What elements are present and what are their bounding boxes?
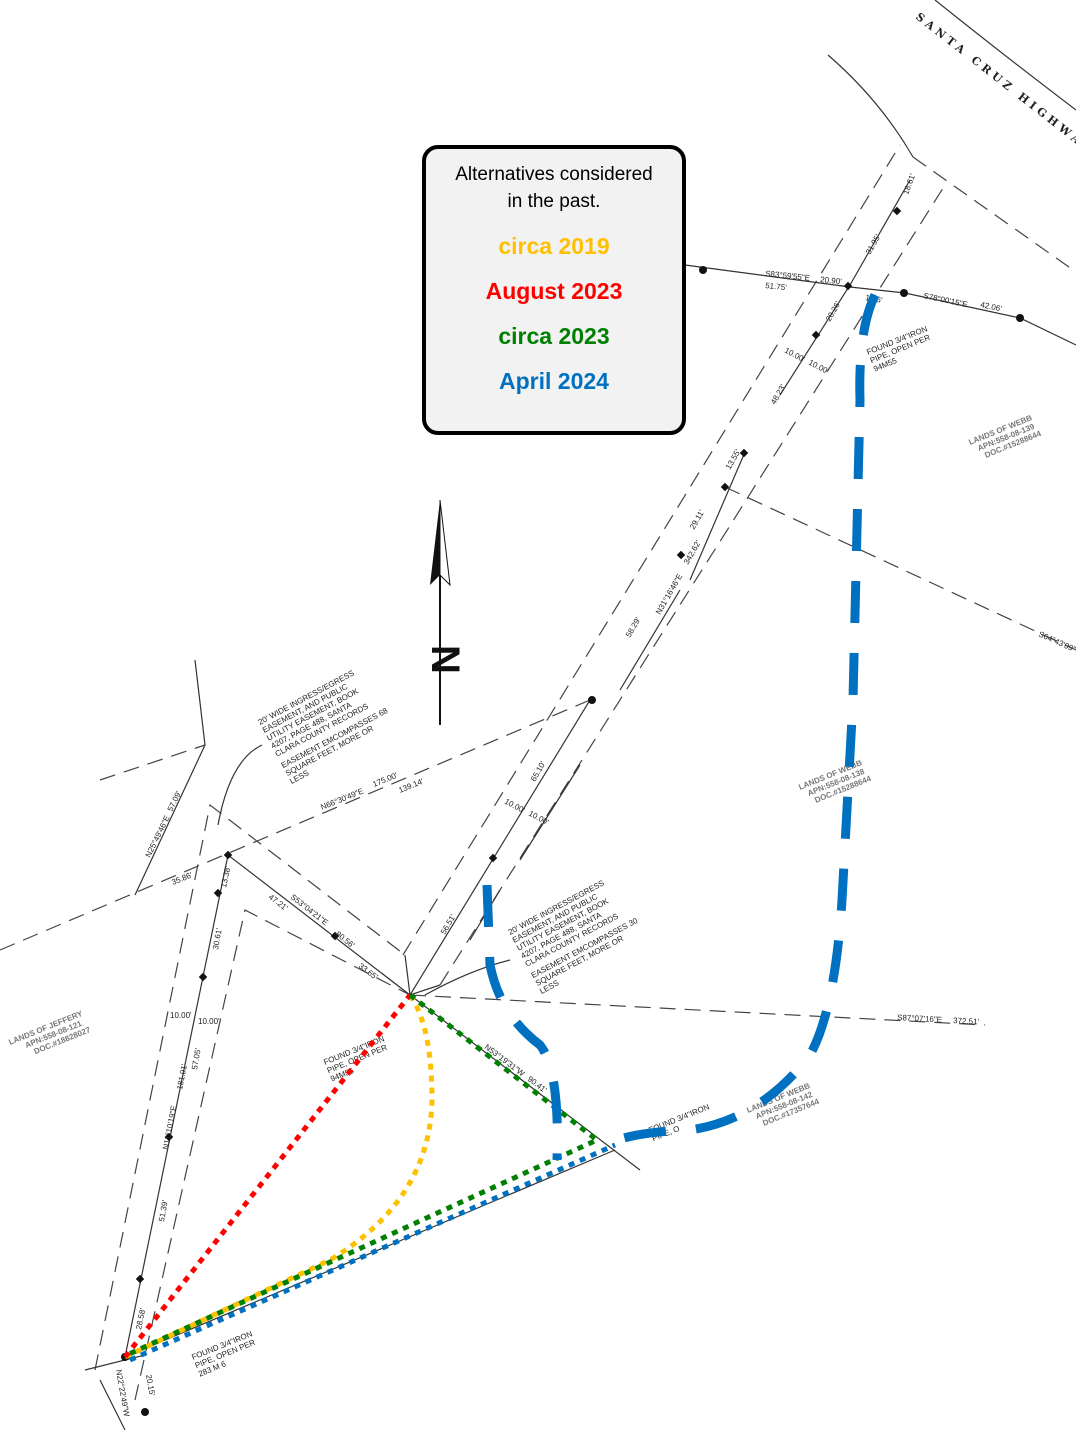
legend-item-circa-2023: circa 2023 <box>498 323 610 349</box>
map-label: N25°49'46"E <box>144 814 172 859</box>
found-pipe-note-east: FOUND 3/4"IRONPIPE, O <box>647 1102 714 1143</box>
route-april-2024-west <box>482 884 562 1161</box>
map-label: 58.29' <box>624 615 643 639</box>
map-label: N11°10'19"E <box>161 1105 178 1151</box>
legend-box: Alternatives considered in the past. cir… <box>422 145 686 435</box>
map-label: 20.15' <box>144 1374 157 1397</box>
map-label: N66°30'49"E <box>319 787 364 812</box>
map-label: 10.00' <box>503 797 527 815</box>
map-label: 30.61' <box>211 927 224 950</box>
map-label: 181.01' <box>175 1063 189 1091</box>
map-label: 33.65' <box>357 961 380 981</box>
map-label: LANDS OF WEBBAPN:558-08-139DOC.#15288644 <box>967 412 1043 463</box>
parcel-labels: LANDS OF WEBBAPN:558-08-139DOC.#15288644… <box>7 412 1043 1128</box>
map-label: 51.75' <box>765 281 788 292</box>
map-label: N31°16'46"E <box>654 572 684 616</box>
easement-note-1: 20' WIDE INGRESS/EGRESSEASEMENT, AND PUB… <box>257 663 398 786</box>
legend-item-april-2024: April 2024 <box>499 368 609 394</box>
map-label: S78°00'15"E <box>923 291 969 309</box>
map-label: LANDS OF JEFFERYAPN:558-08-121DOC.#18828… <box>7 1008 92 1063</box>
map-label: S83°59'55"E <box>765 269 811 283</box>
found-pipe-note-sw: FOUND 3/4"IRONPIPE, OPEN PER283 M 6 <box>190 1329 260 1378</box>
found-pipe-note-center: FOUND 3/4"IRONPIPE, OPEN PER94M55 <box>322 1034 392 1083</box>
map-label: 372.51' <box>953 1016 980 1026</box>
map-label: N22°22'49"W <box>114 1369 131 1418</box>
map-label: 13.38' <box>219 865 232 888</box>
alternative-routes <box>123 293 880 1363</box>
legend-item-august-2023: August 2023 <box>485 278 623 304</box>
map-label: LANDS OF WEBBAPN:558-08-138DOC.#15288644 <box>797 757 873 808</box>
map-label: 13.55' <box>724 447 743 471</box>
route-august-2023 <box>123 993 412 1359</box>
map-label: 10.00' <box>527 809 551 827</box>
map-label: 10.00' <box>807 358 831 376</box>
north-arrow-icon: N <box>423 499 467 725</box>
map-label: 175.00' <box>371 771 399 789</box>
route-circa-2023 <box>125 993 602 1358</box>
map-label: 57.05' <box>190 1047 203 1070</box>
survey-notes: FOUND 3/4"IRONPIPE, OPEN PER94M55 FOUND … <box>190 324 935 1378</box>
map-label: 31.95' <box>864 232 883 256</box>
map-label: 20.26' <box>824 299 843 323</box>
bearing-labels: S83°59'55"E 51.75' 20.90' S78°00'15"E 42… <box>114 269 1076 1418</box>
map-label: 48.23' <box>769 382 788 406</box>
legend-title: Alternatives considered in the past. <box>455 164 653 212</box>
map-label: 42.06' <box>980 300 1003 313</box>
map-label: 51.39' <box>157 1199 170 1222</box>
map-label: 80.56' <box>334 929 357 950</box>
legend-item-circa-2019: circa 2019 <box>498 233 610 259</box>
map-label: 65.10' <box>529 759 548 783</box>
map-label: 29.11' <box>688 508 707 531</box>
map-label: 20.90' <box>820 275 843 286</box>
map-label: 342.62' <box>682 539 703 566</box>
route-april-2024-east <box>602 293 880 1150</box>
santa-cruz-highway: SANTA CRUZ HIGHWAY <box>827 0 1076 273</box>
map-label: 35.86' <box>170 870 194 887</box>
map-label: 18.61' <box>901 172 917 196</box>
north-label: N <box>423 645 467 674</box>
map-label: S87°07'16"E <box>897 1013 942 1024</box>
found-pipe-note-ne: FOUND 3/4"IRONPIPE, OPEN PER94M55 <box>865 324 935 373</box>
map-label: 57.09' <box>166 789 184 813</box>
map-label: 10.00' <box>783 346 807 364</box>
map-label: 10.00' <box>198 1017 220 1026</box>
route-april-2024-dotted <box>128 1142 617 1363</box>
easement-note-2: 20' WIDE INGRESS/EGRESSEASEMENT, AND PUB… <box>507 873 648 996</box>
map-label: S53°04'21"E <box>289 892 330 927</box>
map-label: 47.21' <box>267 892 290 912</box>
map-label: N53°19'31"W <box>483 1042 527 1078</box>
highway-label: SANTA CRUZ HIGHWAY <box>913 10 1076 156</box>
map-label: 28.58' <box>134 1307 147 1330</box>
map-label: S64°43'09" <box>1037 630 1076 654</box>
map-label: 56.51' <box>439 912 458 936</box>
map-label: 10.00' <box>170 1011 192 1020</box>
